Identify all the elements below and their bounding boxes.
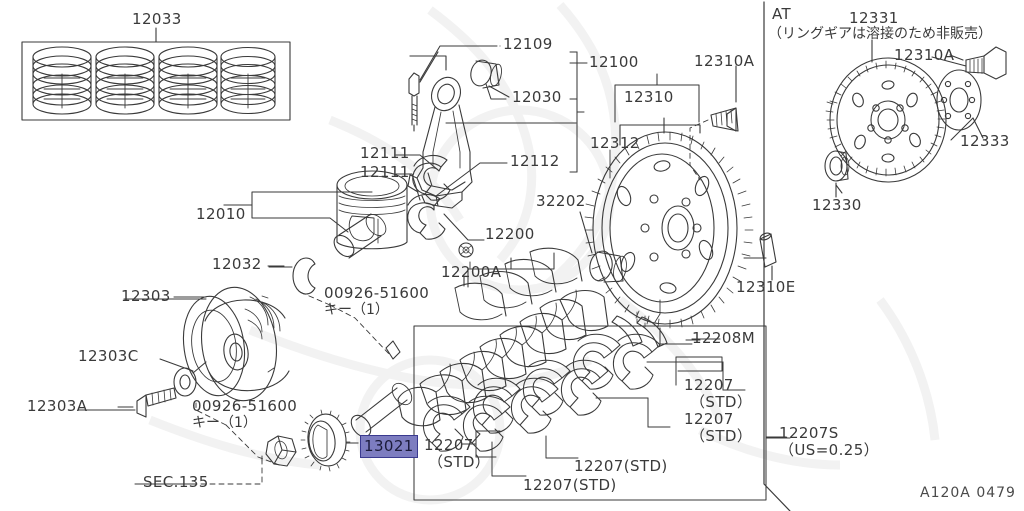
label-stubs [223,56,974,444]
label-flywheel-bolt: 12310A [694,52,755,70]
label-ring-gear: 12312 [590,134,640,152]
bushing-12330 [824,150,850,198]
label-crank-pulley: 12303 [121,287,171,305]
bearing-label-5-part: 12207 [424,436,474,454]
label-rod-bearing-lower: 12111 [360,163,410,181]
piston-12010 [223,170,408,295]
main-bearings [422,333,661,452]
label-piston: 12010 [196,205,246,223]
label-crankshaft: 12200 [485,225,535,243]
label-thrust-washer: 12208M [692,329,756,347]
sec135-collar [191,435,297,485]
label-drive-plate: 12331 [849,9,899,27]
flywheel-bolt-12310A [689,65,739,181]
label-flywheel: 12310 [624,88,674,106]
label-sec-reference: SEC.135 [143,473,209,491]
at-inset-panel [763,1,791,511]
label-at-bushing: 12330 [812,196,862,214]
label-crank-plug: 12200A [441,263,502,281]
label-dowel-pin: 12310E [736,278,796,296]
label-pulley-bolt: 12303A [27,397,88,415]
bearing-set-part: 12207S [779,424,839,442]
assembly-brackets [467,51,787,438]
label-key-qty-lower: キー（1） [192,415,257,431]
pulley-washer-12303C [173,361,207,397]
label-pulley-washer: 12303C [78,347,139,365]
bearing-label-1: 12207（STD） [684,377,752,411]
label-piston-rings: 12033 [132,10,182,28]
at-inset-title: AT [772,5,792,23]
crank-pulley-12303 [173,286,290,402]
bearing-label-1-part: 12207 [684,376,734,394]
label-key-qty-upper: キー（1） [324,302,389,318]
at-inset-note: （リングギアは溶接のため非販売） [768,26,992,42]
sheet-code: A120A 0479 [920,485,1016,501]
leader-lines [77,45,721,485]
flywheel-12310 [584,117,754,329]
timing-sprocket-13021 [300,409,359,472]
label-rod-bolt: 12109 [503,35,553,53]
bearing-label-5-grade: （STD） [428,452,491,471]
bearing-label-2-grade: （STD） [690,426,753,445]
bearing-label-5: 12207（STD） [424,437,490,471]
rod-bearings-12111 [407,154,451,240]
connecting-rod-assembly [407,51,577,209]
bearing-callout-brackets [461,356,791,477]
bearing-set-size: （US=0.25） [779,440,880,459]
label-piston-pin: 12030 [512,88,562,106]
label-at-bolt: 12310A [894,46,955,64]
pulley-bolt-12303A [117,387,177,418]
reinforcement-plate-12333 [936,69,984,139]
label-pilot-bearing: 32202 [536,192,586,210]
label-key-part-upper: 00926-51600 [324,284,430,302]
bearing-label-1-grade: （STD） [690,392,753,411]
label-rod-cap: 12112 [510,152,560,170]
label-rod-bearing-upper: 12111 [360,144,410,162]
label-key-part-lower: 00926-51600 [192,397,298,415]
key-leader-lines [195,291,391,467]
bearing-label-2-part: 12207 [684,410,734,428]
bearing-set-label: 12207S（US=0.25） [779,425,879,459]
label-reinforcement-plate: 12333 [960,132,1010,150]
dowel-12310E [759,232,777,281]
label-snap-ring: 12032 [212,255,262,273]
bearing-label-4: 12207(STD) [523,476,617,494]
crankshaft-12200 [350,211,627,438]
bearing-label-2: 12207（STD） [684,411,752,445]
at-bolt-12310A [949,46,1007,80]
drive-plate-12331 [825,39,947,183]
highlighted-part-13021[interactable]: 13021 [360,435,418,458]
bearing-label-3: 12207(STD) [574,457,668,475]
piston-ring-box [21,27,291,121]
label-rod-assembly: 12100 [589,53,639,71]
woodruff-key [385,340,401,360]
